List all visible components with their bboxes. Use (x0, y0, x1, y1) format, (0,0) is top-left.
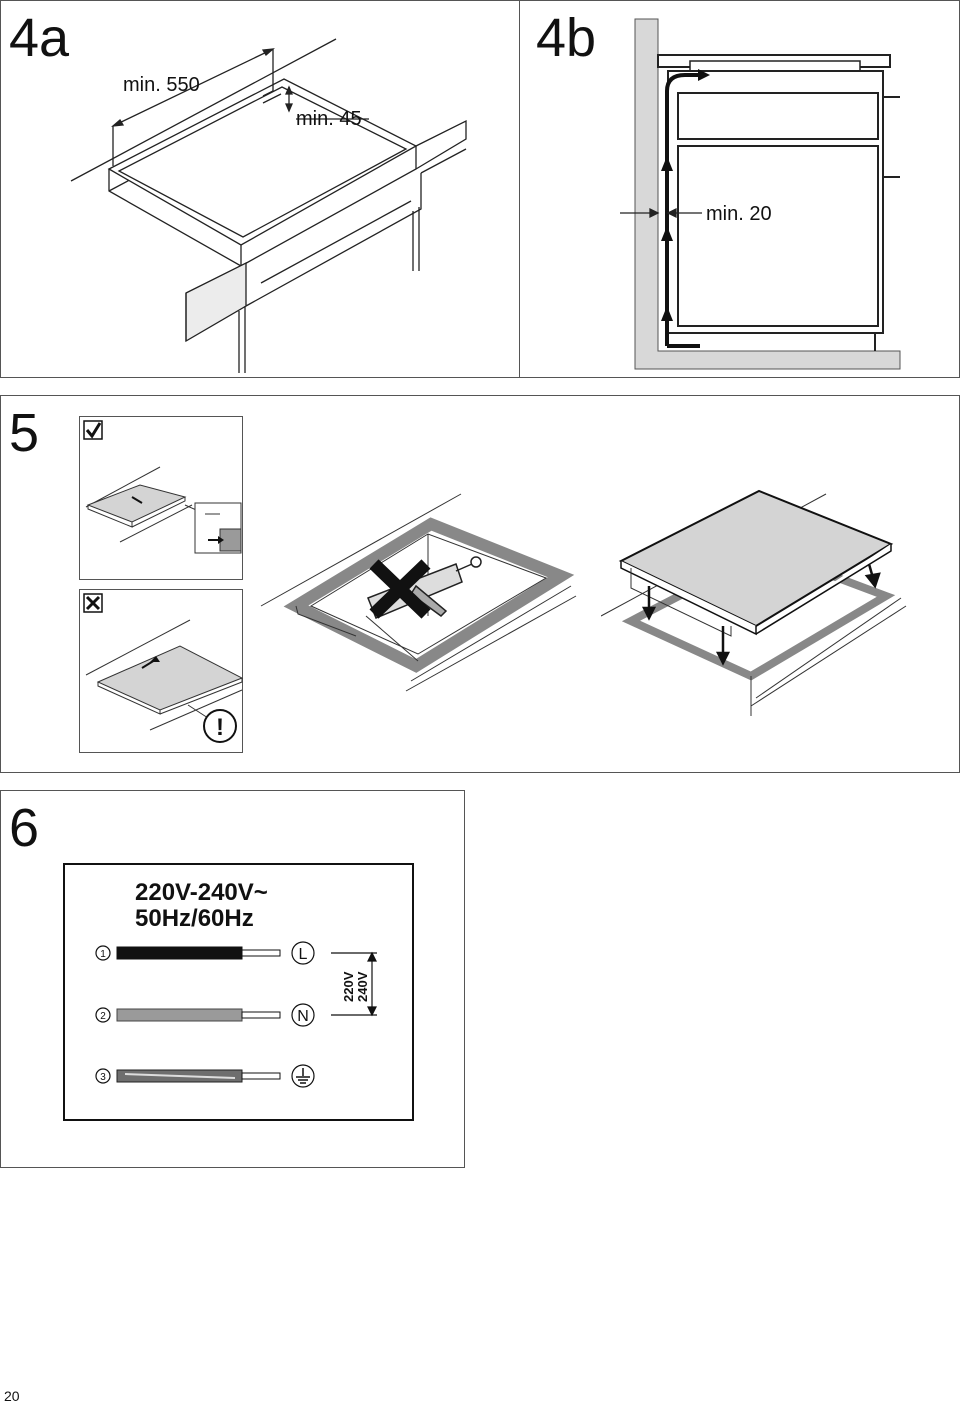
correct-placement-diagram (83, 420, 242, 554)
wire-3-index: 3 (100, 1072, 106, 1083)
no-sealant-diagram (260, 493, 577, 692)
figure-5-label: 5 (9, 403, 40, 463)
measure-220v: 220V (341, 971, 356, 1002)
correct-placement-subpanel (79, 416, 243, 580)
dimension-depth-label: min. 45 (296, 108, 362, 130)
voltage-label: 220V-240V~ (135, 879, 268, 906)
figure-4b-panel: 4b (519, 0, 960, 378)
wire-2-index: 2 (100, 1011, 106, 1022)
wrong-placement-diagram: ! (83, 593, 244, 743)
wire-1-index: 1 (100, 949, 106, 960)
figure-4a-cutout-diagram: min. 550 min. 45 (70, 38, 467, 373)
measure-240v: 240V (355, 971, 370, 1002)
figure-6-panel: 6 220V-240V~ 50Hz/60Hz 1 L 2 N (0, 790, 465, 1168)
figure-4b-label: 4b (536, 8, 597, 68)
frequency-label: 50Hz/60Hz (135, 905, 254, 932)
terminal-live: L (299, 946, 308, 963)
terminal-neutral: N (297, 1008, 309, 1025)
figure-4b-ventilation-diagram: min. 20 (620, 18, 901, 370)
wire-neutral: 2 N (95, 1003, 315, 1027)
dimension-width-label: min. 550 (123, 74, 200, 96)
dimension-gap-label: min. 20 (706, 203, 772, 225)
figure-4a-label: 4a (9, 8, 70, 68)
figure-5-panel: 5 (0, 395, 960, 773)
figure-6-label: 6 (9, 798, 40, 858)
page-number: 20 (4, 1388, 20, 1404)
wiring-diagram-box: 220V-240V~ 50Hz/60Hz 1 L 2 N (63, 863, 414, 1121)
wire-earth: 3 (95, 1064, 315, 1088)
warning-mark: ! (216, 714, 224, 741)
wire-connections: 1 L 2 N 3 (95, 941, 377, 1088)
figure-4a-panel: 4a (0, 0, 520, 378)
wire-live: 1 L (95, 941, 315, 965)
wrong-placement-subpanel: ! (79, 589, 244, 753)
hob-mounting-diagram (601, 489, 907, 716)
earth-ground-icon (291, 1064, 315, 1088)
